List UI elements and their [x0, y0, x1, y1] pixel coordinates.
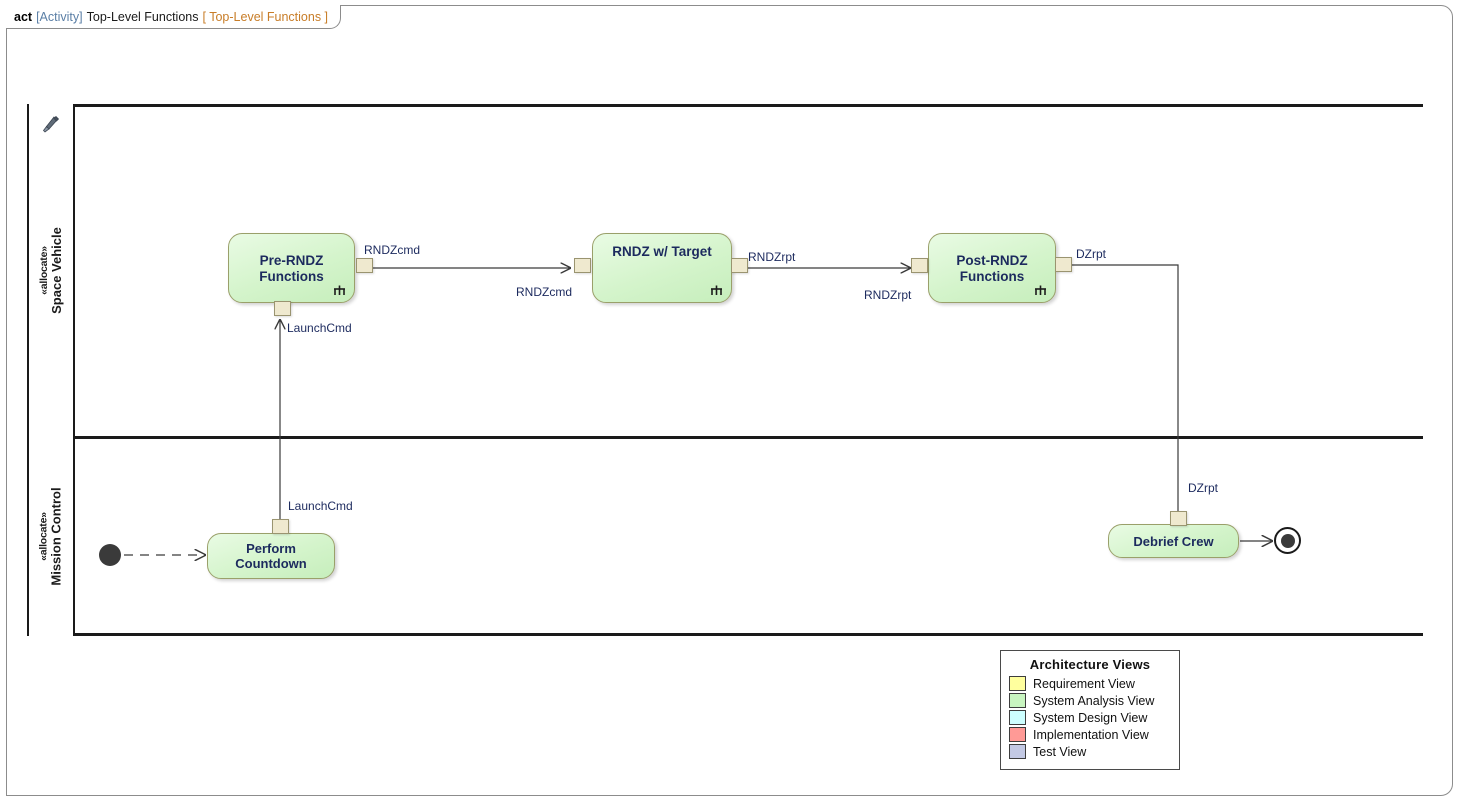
- flow-label-rndzrpt-out: RNDZrpt: [748, 250, 796, 264]
- action-label: Debrief Crew: [1133, 533, 1214, 549]
- legend-item-test-view: Test View: [1009, 744, 1171, 759]
- legend-item-system-design-view: System Design View: [1009, 710, 1171, 725]
- legend-label: System Analysis View: [1033, 693, 1155, 708]
- flow-label-rndzrpt-in: RNDZrpt: [864, 288, 912, 302]
- flow-label-dzrpt-in: DZrpt: [1188, 481, 1218, 495]
- frame-name-label: Top-Level Functions: [86, 10, 199, 24]
- legend-label: Test View: [1033, 744, 1087, 759]
- legend-architecture-views: Architecture Views Requirement View Syst…: [1000, 650, 1180, 770]
- lane-name: Mission Control: [48, 486, 64, 586]
- call-behavior-rake-icon: [1035, 285, 1046, 295]
- frame-header[interactable]: act [Activity] Top-Level Functions [ Top…: [6, 5, 342, 29]
- legend-label: System Design View: [1033, 710, 1148, 725]
- diagram-frame: [6, 5, 1453, 796]
- lane-name: Space Vehicle: [48, 226, 64, 314]
- legend-swatch-requirement-view: [1009, 676, 1026, 691]
- legend-label: Implementation View: [1033, 727, 1149, 742]
- legend-swatch-system-design-view: [1009, 710, 1026, 725]
- lane-header-mission-control[interactable]: «allocate» Mission Control: [27, 436, 75, 636]
- lane-header-space-vehicle[interactable]: «allocate» Space Vehicle: [27, 104, 75, 436]
- legend-item-implementation-view: Implementation View: [1009, 727, 1171, 742]
- call-behavior-rake-icon: [711, 285, 722, 295]
- swimlane-container: «allocate» Space Vehicle «allocate» Miss…: [27, 104, 1423, 636]
- pin-post-rndz-in-rndzrpt[interactable]: [911, 258, 928, 273]
- call-behavior-rake-icon: [334, 285, 345, 295]
- lane-stereotype: «allocate»: [37, 245, 50, 295]
- legend-swatch-test-view: [1009, 744, 1026, 759]
- pin-rndz-target-in-rndzcmd[interactable]: [574, 258, 591, 273]
- pin-perform-countdown-out-launchcmd[interactable]: [272, 519, 289, 534]
- legend-swatch-system-analysis-view: [1009, 693, 1026, 708]
- lane-label-mission-control: «allocate» Mission Control: [38, 487, 65, 585]
- pin-rndz-target-out-rndzrpt[interactable]: [731, 258, 748, 273]
- pin-pre-rndz-in-launchcmd[interactable]: [274, 301, 291, 316]
- action-rndz-with-target[interactable]: RNDZ w/ Target: [592, 233, 732, 303]
- pin-debrief-crew-in-dzrpt[interactable]: [1170, 511, 1187, 526]
- lane-label-space-vehicle: «allocate» Space Vehicle: [38, 227, 65, 314]
- lane-divider-middle: [27, 436, 1423, 439]
- flow-label-dzrpt-out: DZrpt: [1076, 247, 1106, 261]
- action-label: Post-RNDZ Functions: [956, 253, 1028, 284]
- flow-label-rndzcmd-in: RNDZcmd: [516, 285, 572, 299]
- legend-title: Architecture Views: [1029, 657, 1151, 672]
- pin-post-rndz-out-dzrpt[interactable]: [1055, 257, 1072, 272]
- legend-swatch-implementation-view: [1009, 727, 1026, 742]
- activity-final-node[interactable]: [1274, 527, 1301, 554]
- action-label: RNDZ w/ Target: [612, 244, 712, 259]
- swimlane-mission-control: «allocate» Mission Control: [27, 436, 1423, 636]
- action-perform-countdown[interactable]: Perform Countdown: [207, 533, 335, 579]
- frame-kind-label: act: [14, 10, 33, 24]
- action-label: Perform Countdown: [235, 541, 307, 571]
- flow-label-launchcmd-in: LaunchCmd: [287, 321, 352, 335]
- legend-item-system-analysis-view: System Analysis View: [1009, 693, 1171, 708]
- lane-divider-top: [27, 104, 1423, 107]
- legend-label: Requirement View: [1033, 676, 1135, 691]
- frame-reference-label: [ Top-Level Functions ]: [202, 10, 329, 24]
- flow-label-rndzcmd-out: RNDZcmd: [364, 243, 420, 257]
- flow-label-launchcmd-out: LaunchCmd: [288, 499, 353, 513]
- swimlane-space-vehicle: «allocate» Space Vehicle: [27, 104, 1423, 436]
- lane-divider-bottom: [27, 633, 1423, 636]
- action-post-rndz-functions[interactable]: Post-RNDZ Functions: [928, 233, 1056, 303]
- action-label: Pre-RNDZ Functions: [259, 253, 324, 284]
- legend-item-requirement-view: Requirement View: [1009, 676, 1171, 691]
- frame-meta-label: [Activity]: [36, 10, 83, 24]
- initial-node[interactable]: [99, 544, 121, 566]
- action-pre-rndz-functions[interactable]: Pre-RNDZ Functions: [228, 233, 355, 303]
- activity-final-inner: [1280, 533, 1295, 548]
- pin-pre-rndz-out-rndzcmd[interactable]: [356, 258, 373, 273]
- action-debrief-crew[interactable]: Debrief Crew: [1108, 524, 1239, 558]
- spacecraft-icon: [42, 115, 60, 133]
